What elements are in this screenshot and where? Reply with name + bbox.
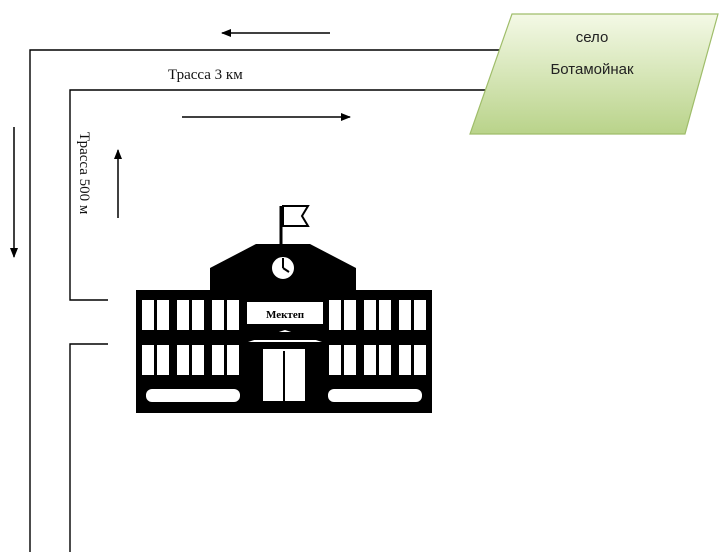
outer-road-line (29, 49, 502, 552)
road-main-label: Трасса 3 км (168, 67, 243, 83)
school-sign-label: Мектеп (266, 309, 305, 321)
school-building-icon: Мектеп (136, 205, 432, 413)
school-sign-board (247, 302, 323, 324)
village-label-line2: Ботамойнак (550, 61, 634, 78)
village-node: село Ботамойнак (469, 13, 719, 135)
village-shape (469, 13, 719, 135)
inner-road-line-lower (69, 343, 108, 552)
road-side-label: Трасса 500 м (76, 132, 92, 215)
village-label-line1: село (576, 29, 609, 46)
inner-road-line-upper (69, 89, 500, 301)
